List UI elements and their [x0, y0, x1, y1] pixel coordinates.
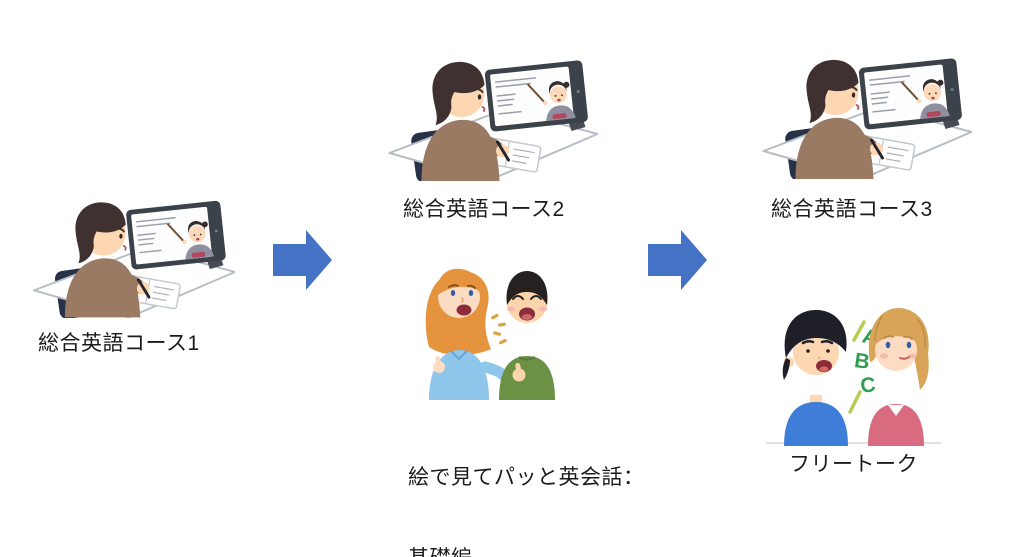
course1-label: 総合英語コース1 — [38, 332, 200, 355]
online-lesson-illustration — [387, 57, 598, 181]
freetalk-illustration — [764, 306, 943, 446]
conversation-label-line2: 基礎編 — [408, 545, 645, 557]
course3-label: 総合英語コース3 — [771, 198, 933, 221]
online-lesson-illustration — [32, 197, 235, 318]
flow-arrow-icon — [273, 230, 332, 290]
flow-arrow-icon — [648, 230, 707, 290]
conversation-label-line1: 絵で見てパッと英会話： — [408, 466, 645, 489]
conversation-label: 絵で見てパッと英会話： 基礎編 — [408, 410, 645, 557]
conversation-illustration — [405, 259, 575, 400]
freetalk-label: フリートーク — [789, 453, 918, 476]
online-lesson-illustration — [761, 55, 972, 179]
course2-label: 総合英語コース2 — [403, 198, 565, 221]
